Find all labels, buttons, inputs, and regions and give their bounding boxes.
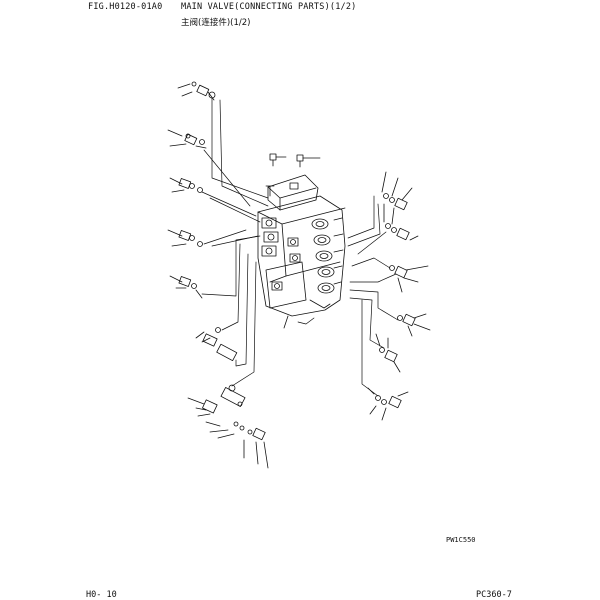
left-fitting-6 [195, 327, 221, 347]
top-bolts [269, 153, 321, 168]
page-title-chinese: 主阀(连接件)(1/2) [181, 18, 251, 28]
page-number: H0- 10 [86, 590, 117, 600]
right-fitting-2 [383, 203, 419, 241]
left-fitting-5 [169, 275, 203, 299]
right-fitting-1 [381, 171, 413, 211]
leader-line [283, 315, 289, 329]
right-fitting-5 [375, 333, 401, 373]
right-fitting-3 [389, 265, 429, 293]
model-number: PC360-7 [476, 590, 512, 600]
left-fitting-1 [177, 81, 216, 101]
left-fitting-3 [169, 177, 203, 193]
left-fitting-2 [167, 129, 207, 149]
main-valve-body [257, 174, 346, 317]
figure-code: FIG.H0120-01A0 [88, 2, 163, 12]
connection-lines [201, 97, 399, 397]
drawing-id: PW1C550 [446, 536, 476, 544]
left-fitting-4 [167, 229, 203, 247]
right-fitting-4 [397, 313, 431, 337]
flange-parts [187, 343, 269, 469]
page-title: MAIN VALVE(CONNECTING PARTS)(1/2) [181, 2, 357, 12]
